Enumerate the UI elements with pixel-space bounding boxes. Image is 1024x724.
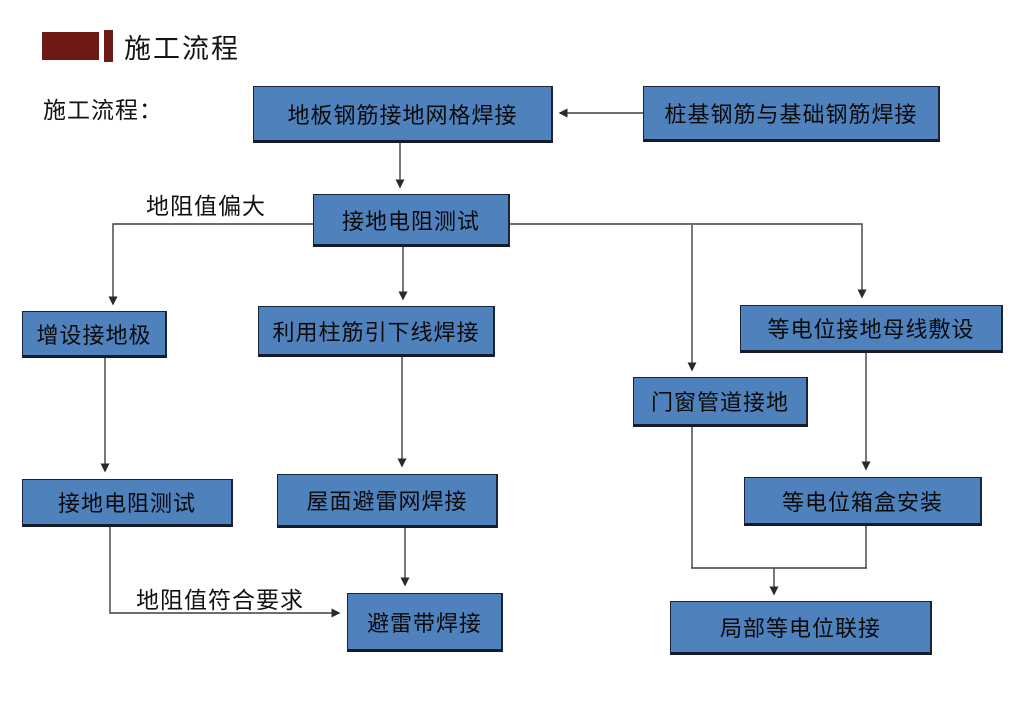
flow-box-equipotential-box: 等电位箱盒安装 (744, 477, 982, 526)
flow-box-floor-grid-welding: 地板钢筋接地网格焊接 (253, 86, 553, 143)
flow-box-pile-rebar-welding: 桩基钢筋与基础钢筋焊接 (643, 86, 940, 142)
flow-box-resistance-test-2: 接地电阻测试 (22, 479, 233, 527)
flow-box-resistance-test-1: 接地电阻测试 (313, 194, 510, 247)
title-accent-block-icon (42, 32, 99, 60)
flow-caption: 施工流程： (43, 98, 163, 123)
page-title: 施工流程 (124, 33, 240, 64)
flow-box-roof-lightning-net: 屋面避雷网焊接 (277, 474, 498, 528)
flow-box-door-window-grounding: 门窗管道接地 (633, 377, 808, 427)
slide-title-row: 施工流程 (42, 28, 240, 64)
edge-label-resistance-ok: 地阻值符合要求 (136, 588, 304, 613)
flow-box-add-grounding-electrode: 增设接地极 (22, 311, 167, 358)
flow-box-lightning-belt-welding: 避雷带焊接 (347, 593, 503, 652)
title-accent-bar-icon (104, 30, 113, 62)
flow-box-equipotential-busbar: 等电位接地母线敷设 (740, 305, 1003, 353)
flow-box-column-downlead-welding: 利用柱筋引下线焊接 (258, 306, 495, 357)
flow-box-local-bonding: 局部等电位联接 (670, 601, 932, 655)
edge-label-resistance-too-high: 地阻值偏大 (146, 194, 266, 219)
